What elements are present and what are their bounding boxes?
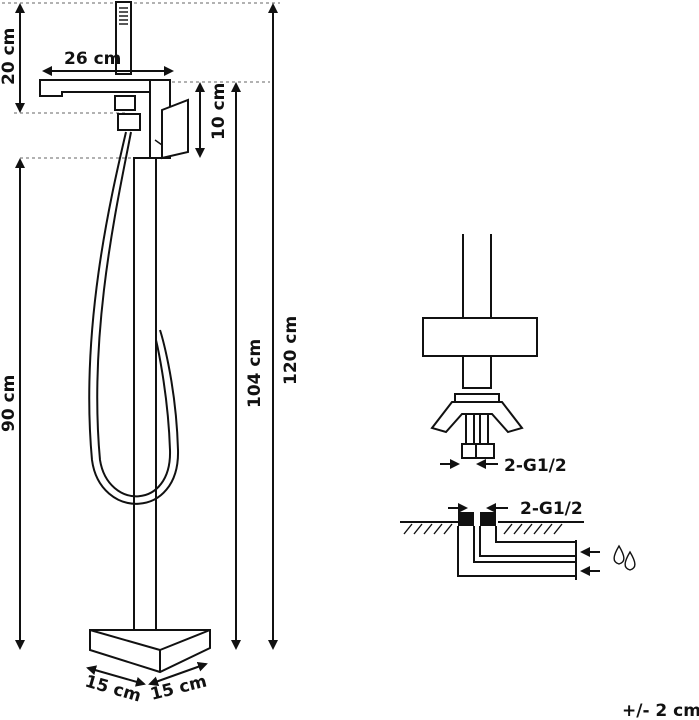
mixer-handle (161, 98, 189, 160)
depth-15-dim (86, 665, 146, 687)
g12-lower-callout: 2-G1/2 (448, 499, 583, 519)
label-15cm-depth: 15 cm (83, 672, 144, 707)
mounting-flange (430, 401, 524, 434)
reference-lines (2, 2, 280, 159)
shower-holder (114, 95, 136, 111)
water-drops-icon (613, 544, 636, 571)
inlet-arrows (580, 547, 600, 576)
freestanding-faucet-drawing (39, 1, 211, 674)
dimension-lines (15, 3, 278, 687)
hose-connector (117, 113, 141, 131)
floor-pipe-drawing (400, 512, 584, 580)
hand-shower-holes (119, 7, 128, 25)
label-20cm: 20 cm (0, 28, 19, 85)
shower-hose (88, 131, 180, 505)
fitting-left (458, 512, 474, 526)
main-column (133, 157, 157, 631)
inlet-nut-right (475, 443, 495, 459)
column-stub (462, 355, 492, 389)
tolerance-note: +/- 2 cm (622, 701, 699, 720)
label-15cm-width: 15 cm (148, 672, 209, 705)
label-120cm: 120 cm (281, 316, 301, 385)
fitting-right (480, 512, 496, 526)
g12-upper-callout: 2-G1/2 (440, 456, 567, 476)
label-g12-lower: 2-G1/2 (520, 499, 583, 519)
label-g12-upper: 2-G1/2 (504, 456, 567, 476)
floor-hatching (403, 523, 563, 535)
dimension-labels: 26 cm 20 cm 10 cm 90 cm 104 cm 120 cm 15… (0, 28, 301, 707)
label-90cm: 90 cm (0, 375, 19, 432)
label-104cm: 104 cm (245, 339, 265, 408)
floor-base (89, 629, 211, 674)
label-10cm: 10 cm (209, 83, 229, 140)
label-26cm: 26 cm (64, 49, 121, 69)
connection-detail-drawing (422, 234, 538, 459)
width-15-dim (148, 661, 208, 687)
base-plate (422, 317, 538, 357)
